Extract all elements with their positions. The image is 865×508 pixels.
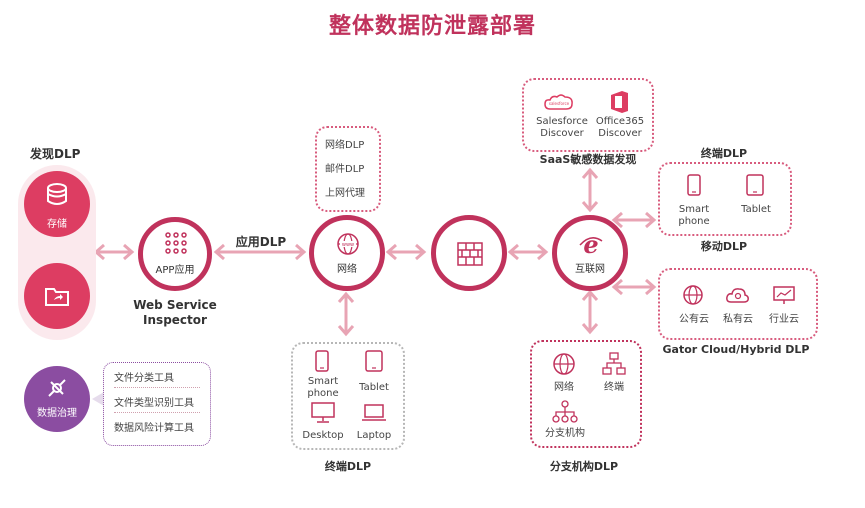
tool-item: 数据风险计算工具: [114, 423, 194, 434]
svg-text:salesforce: salesforce: [549, 101, 570, 106]
www-globe-icon: [553, 353, 575, 375]
desktop-icon: [311, 402, 335, 423]
network-dlp-list: 网络DLP 邮件DLP 上网代理: [315, 126, 381, 212]
tool-item: 文件分类工具: [114, 369, 200, 388]
office365-icon: [611, 91, 628, 113]
governance-pointer: [92, 392, 104, 406]
org-chart-icon: [552, 400, 578, 423]
folder-share-icon: [45, 288, 69, 306]
public-cloud-icon: [683, 285, 703, 305]
saas-item-line2: Discover: [598, 128, 642, 139]
governance-label: 数据治理: [37, 408, 77, 419]
app-caption-line2: Inspector: [143, 313, 207, 327]
network-item: 上网代理: [325, 188, 365, 199]
cloud-label: Gator Cloud/Hybrid DLP: [662, 343, 810, 356]
arrow-firewall-internet: [508, 243, 548, 261]
app-dlp-label: 应用DLP: [235, 235, 287, 249]
arrow-network-firewall: [386, 243, 426, 261]
cloud-item: 行业云: [769, 314, 799, 325]
saas-item-line1: Salesforce: [536, 116, 588, 127]
internet-label: 互联网: [575, 264, 605, 275]
storage-node[interactable]: 存储: [24, 171, 90, 237]
saas-item-line1: Office365: [595, 116, 645, 127]
app-node[interactable]: APP应用: [138, 217, 212, 291]
endpoint-item: Smart phone: [307, 376, 339, 399]
salesforce-icon: salesforce: [544, 94, 573, 110]
governance-node[interactable]: 数据治理: [24, 366, 90, 432]
network-node[interactable]: www 网络: [309, 215, 385, 291]
saas-item-line2: Discover: [540, 128, 584, 139]
page-title: 整体数据防泄露部署: [328, 14, 536, 39]
app-label: APP应用: [155, 265, 195, 276]
private-cloud-icon: [726, 288, 749, 303]
branch-item: 网络: [554, 382, 574, 393]
tool-item: 文件类型识别工具: [114, 394, 200, 413]
cloud-item: 公有云: [679, 314, 709, 325]
branch-box: 网络 终端 分支机构: [530, 340, 642, 448]
arrow-network-endpoint: [337, 291, 355, 337]
arrow-discovery-app: [94, 243, 134, 261]
endpoint-bottom-label: 终端DLP: [324, 460, 372, 473]
satellite-icon: [48, 379, 66, 397]
mobile-box: Smart phone Tablet: [658, 162, 792, 236]
cloud-box: 公有云 私有云 行业云: [658, 268, 818, 340]
endpoint-item: Desktop: [302, 430, 344, 441]
arrow-app-network: [213, 243, 307, 261]
endpoint-box: Smart phone Tablet Desktop Laptop: [291, 342, 405, 450]
mobile-item: Tablet: [741, 204, 771, 215]
mobile-dlp-label: 移动DLP: [700, 240, 748, 253]
governance-tools-box: 文件分类工具 文件类型识别工具 数据风险计算工具: [103, 362, 211, 446]
endpoint-top-label: 终端DLP: [700, 147, 748, 160]
smartphone-icon: [687, 174, 701, 196]
laptop-icon: [362, 404, 386, 421]
endpoint-item: Laptop: [356, 430, 392, 441]
saas-box: salesforce Salesforce Discover Office365…: [522, 78, 654, 152]
app-grid-icon: [165, 232, 187, 254]
network-label: 网络: [337, 264, 357, 275]
internet-node[interactable]: e 互联网: [552, 215, 628, 291]
browser-e-icon: e: [579, 231, 603, 257]
arrow-internet-cloud: [611, 278, 657, 296]
smartphone-icon: [315, 350, 329, 372]
tablet-icon: [365, 350, 383, 372]
cloud-item: 私有云: [723, 314, 753, 325]
svg-text:e: e: [583, 231, 598, 257]
folder-node[interactable]: [24, 263, 90, 329]
industry-cloud-icon: [773, 286, 795, 304]
branch-item: 终端: [604, 382, 624, 393]
firewall-icon: [457, 242, 483, 266]
tablet-icon: [746, 174, 764, 196]
arrow-internet-mobile: [611, 211, 657, 229]
branch-item: 分支机构: [545, 428, 585, 439]
saas-label: SaaS敏感数据发现: [539, 153, 637, 166]
mobile-item: Smart phone: [678, 204, 710, 227]
endpoint-network-icon: [602, 352, 626, 375]
arrow-internet-saas: [581, 167, 599, 213]
firewall-node[interactable]: [431, 215, 507, 291]
network-item: 邮件DLP: [325, 164, 365, 175]
arrow-internet-branch: [581, 289, 599, 335]
discovery-label: 发现DLP: [30, 147, 81, 161]
branch-label: 分支机构DLP: [549, 460, 619, 473]
network-item: 网络DLP: [325, 140, 365, 151]
svg-text:www: www: [342, 242, 354, 248]
www-globe-icon: www: [337, 233, 359, 255]
database-icon: [47, 183, 67, 205]
storage-label: 存储: [47, 219, 67, 230]
app-caption-line1: Web Service: [133, 298, 217, 312]
endpoint-item: Tablet: [359, 382, 389, 393]
